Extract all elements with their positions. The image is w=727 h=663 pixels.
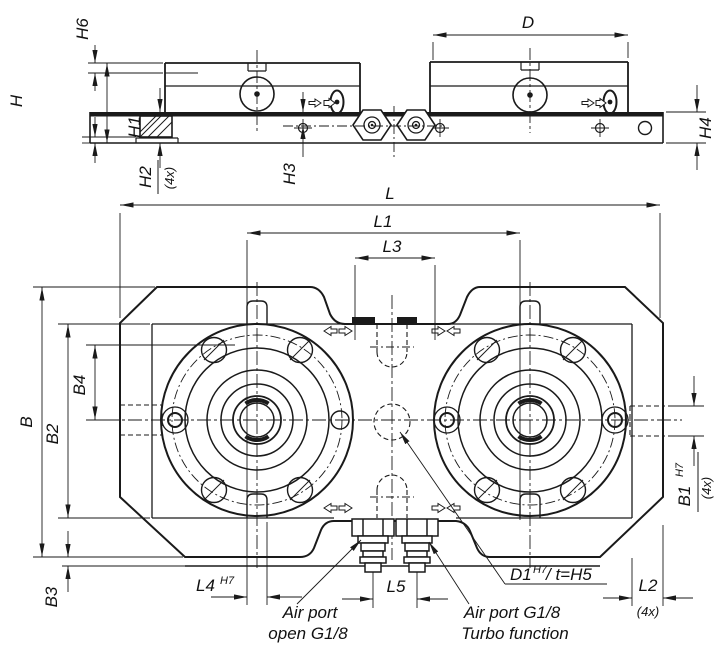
- annotation-air-turbo-2: Turbo function: [461, 624, 568, 643]
- label-h: H: [7, 94, 26, 107]
- label-b1-sup: H7: [674, 462, 686, 477]
- label-h2: H2: [136, 166, 155, 188]
- plate-outline: [119, 286, 664, 558]
- dim-h2: [92, 117, 159, 194]
- flow-arrows-icon: [581, 97, 607, 109]
- screw-hole-icon: [591, 119, 609, 137]
- plate-screw-holes: [294, 119, 609, 137]
- annotation-air-turbo-1: Air port G1/8: [463, 603, 561, 622]
- plan-view: L L1 L3 B B2 B4 B3 B1 H7 (4x) L2 (4x) L4…: [17, 184, 714, 643]
- label-l4: L4: [196, 576, 215, 595]
- plan-air-fittings: [351, 518, 439, 573]
- side-left-module: [164, 50, 361, 133]
- section-key-block: [135, 115, 179, 143]
- flow-arrows-icon: [431, 325, 461, 337]
- label-d: D: [522, 13, 534, 32]
- annotation-air-open-2: open G1/8: [268, 624, 348, 643]
- air-fitting: [351, 518, 395, 573]
- label-h3: H3: [280, 163, 299, 185]
- label-l2-qty: (4x): [637, 604, 659, 619]
- mounting-screws: [200, 336, 314, 504]
- label-h6: H6: [73, 18, 92, 40]
- flow-arrows-icon: [323, 325, 353, 337]
- leader-lines: [296, 431, 607, 605]
- plate-end-hole: [637, 120, 653, 136]
- annotations: Air port open G1/8 Air port G1/8 Turbo f…: [268, 603, 568, 643]
- screw-hole-icon: [431, 119, 449, 137]
- label-l1: L1: [374, 212, 393, 231]
- label-l3: L3: [383, 237, 402, 256]
- label-l5: L5: [387, 577, 406, 596]
- top-slot: [397, 317, 417, 324]
- label-b1: B1: [675, 486, 694, 507]
- side-dimensions: [82, 32, 706, 194]
- air-fitting: [395, 518, 439, 573]
- dim-b1: [691, 376, 699, 512]
- flow-arrows-icon: [431, 502, 461, 514]
- label-b4: B4: [70, 375, 89, 396]
- label-d1-sup: H7: [533, 564, 548, 576]
- label-h4: H4: [696, 117, 715, 139]
- leader-d1: [399, 431, 607, 585]
- plan-dim-labels: L L1 L3 B B2 B4 B3 B1 H7 (4x) L2 (4x) L4…: [17, 184, 714, 619]
- plan-dimensions: [33, 202, 704, 608]
- side-air-fittings: [283, 106, 445, 160]
- side-view: H6 H H1 H2 (4x) H3 D H4: [7, 13, 715, 194]
- label-b2: B2: [43, 423, 62, 444]
- plan-centerlines: [105, 282, 682, 568]
- flow-arrows-icon: [308, 97, 336, 109]
- label-l2: L2: [639, 576, 658, 595]
- label-l: L: [385, 184, 394, 203]
- annotation-air-open-1: Air port: [282, 603, 339, 622]
- side-right-module: [429, 48, 629, 133]
- mounting-screws: [473, 336, 587, 504]
- flow-symbols: [323, 325, 461, 514]
- label-b1-qty: (4x): [699, 477, 714, 499]
- flow-arrows-icon: [323, 502, 353, 514]
- label-h2-qty: (4x): [162, 167, 177, 189]
- label-b3: B3: [42, 586, 61, 607]
- label-b: B: [17, 416, 36, 427]
- top-slot: [352, 317, 375, 324]
- leader-air-turbo: [428, 541, 470, 605]
- side-dim-labels: H6 H H1 H2 (4x) H3 D H4: [7, 13, 715, 189]
- label-h1: H1: [125, 116, 144, 138]
- leader-air-open: [296, 539, 362, 605]
- label-d1-rest: / t=H5: [545, 565, 592, 584]
- label-d1: D1: [510, 565, 532, 584]
- label-l4-sup: H7: [220, 575, 235, 587]
